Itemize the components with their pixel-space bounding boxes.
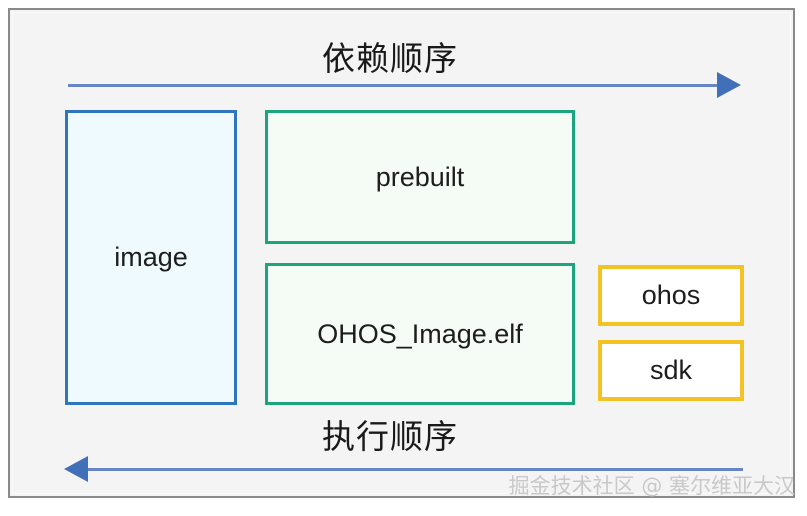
dependency-order-label: 依赖顺序 bbox=[322, 39, 458, 78]
box-ohos[interactable]: ohos bbox=[598, 265, 744, 326]
arrow-left-icon bbox=[64, 456, 88, 482]
watermark: 掘金技术社区 @ 塞尔维亚大汉 bbox=[508, 474, 795, 498]
box-ohos-image-elf[interactable]: OHOS_Image.elf bbox=[265, 263, 575, 405]
box-sdk[interactable]: sdk bbox=[598, 340, 744, 401]
execution-order-label: 执行顺序 bbox=[322, 417, 458, 456]
execution-order-arrow-line bbox=[88, 468, 743, 471]
box-prebuilt[interactable]: prebuilt bbox=[265, 110, 575, 244]
box-image[interactable]: image bbox=[65, 110, 237, 405]
dependency-order-arrow-line bbox=[68, 84, 723, 87]
arrow-right-icon bbox=[717, 72, 741, 98]
diagram-frame bbox=[8, 8, 795, 498]
